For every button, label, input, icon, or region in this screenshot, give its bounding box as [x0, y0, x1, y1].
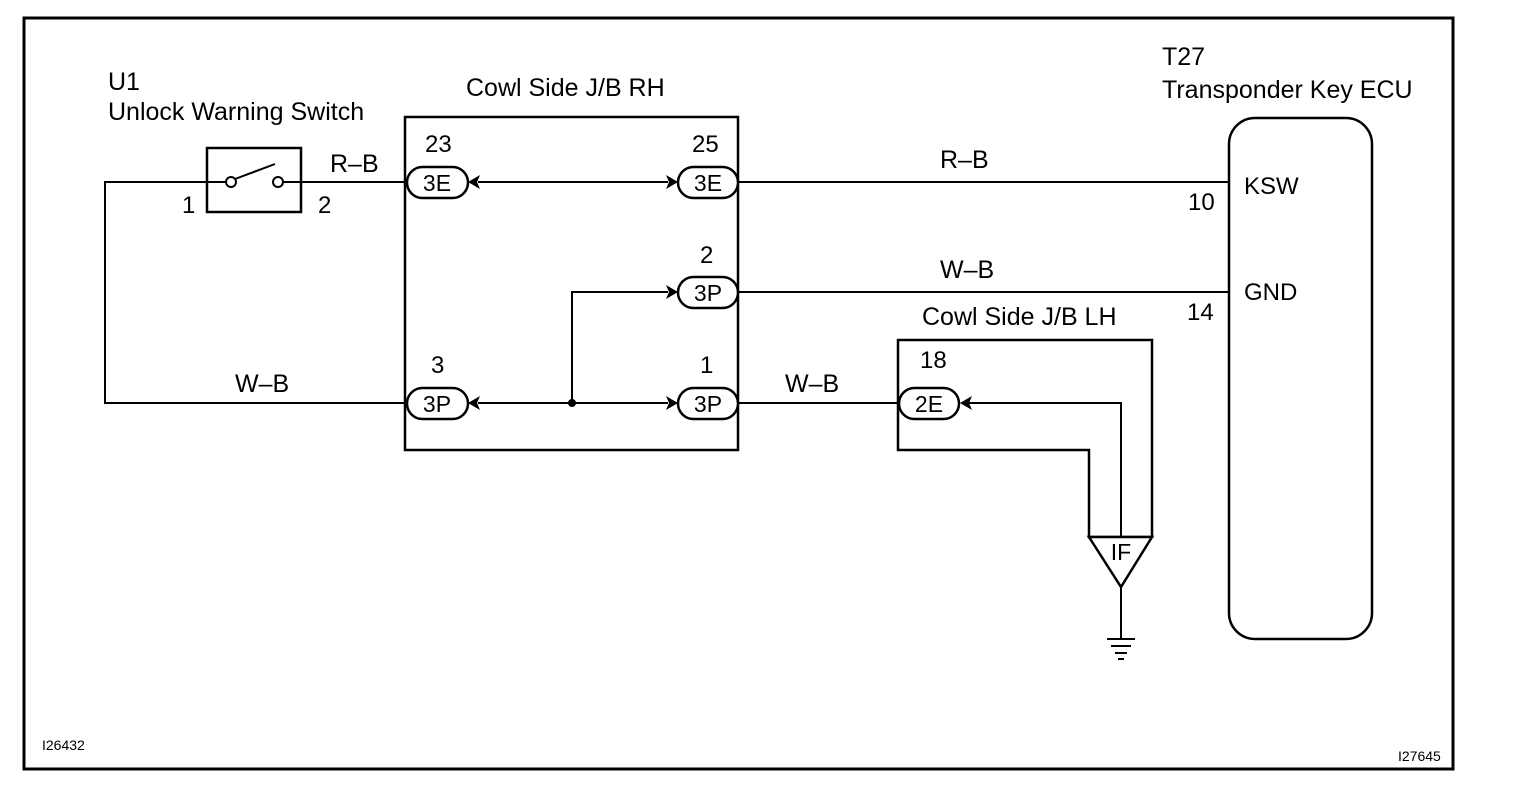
svg-text:IF: IF: [1111, 539, 1131, 565]
jb-rh-pin-1: 1: [700, 352, 713, 379]
ecu-pin-14: 14: [1187, 299, 1214, 326]
u1-pin-2: 2: [318, 192, 331, 219]
u1-code: U1: [108, 68, 140, 96]
jb-rh-internal-branch: [571, 291, 668, 403]
svg-text:3E: 3E: [423, 170, 451, 196]
connector-3e-right: 3E: [676, 165, 740, 200]
unlock-warning-switch: [205, 146, 303, 214]
ground-icon: [1107, 638, 1135, 660]
jb-rh-pin-3: 3: [431, 352, 444, 379]
svg-text:3P: 3P: [694, 280, 722, 306]
wire-label-u1-return: W–B: [235, 370, 289, 398]
jb-lh-name: Cowl Side J/B LH: [922, 303, 1117, 331]
svg-text:3P: 3P: [694, 391, 722, 417]
jb-lh-arrow: [960, 396, 972, 410]
ground-point-if: IF: [1086, 535, 1155, 590]
jb-rh-pin-23: 23: [425, 131, 452, 158]
figure-code-left: I26432: [42, 737, 85, 753]
svg-text:2E: 2E: [915, 391, 943, 417]
connector-3p-bottom-left: 3P: [405, 386, 470, 421]
junction-dot: [568, 399, 576, 407]
jb-lh-internal-wire: [968, 402, 1122, 537]
ecu-term-ksw: KSW: [1244, 173, 1299, 200]
connector-3p-mid-right: 3P: [676, 275, 740, 310]
diagram-frame: [22, 16, 1455, 771]
wire-label-jb-to-lh: W–B: [785, 370, 839, 398]
ecu-pin-10: 10: [1188, 189, 1215, 216]
jb-rh-arrows: [468, 175, 678, 410]
t27-name: Transponder Key ECU: [1162, 76, 1413, 104]
transponder-key-ecu-box: [1227, 116, 1374, 641]
connector-3p-bottom-right: 3P: [676, 386, 740, 421]
svg-text:3E: 3E: [694, 170, 722, 196]
u1-pin-1: 1: [182, 192, 195, 219]
t27-code: T27: [1162, 43, 1205, 71]
jb-rh-pin-2: 2: [700, 242, 713, 269]
wire-label-u1-to-jb: R–B: [330, 150, 379, 178]
figure-code-right: I27645: [1398, 748, 1441, 764]
svg-text:3P: 3P: [423, 391, 451, 417]
connector-2e: 2E: [897, 386, 961, 421]
jb-rh-pin-25: 25: [692, 131, 719, 158]
wire-label-jb-to-ecu-gnd: W–B: [940, 256, 994, 284]
u1-name: Unlock Warning Switch: [108, 98, 364, 126]
jb-rh-name: Cowl Side J/B RH: [466, 74, 665, 102]
connector-3e-left: 3E: [405, 165, 470, 200]
wire-label-jb-to-ecu-ksw: R–B: [940, 146, 989, 174]
ecu-term-gnd: GND: [1244, 279, 1297, 306]
jb-lh-pin-18: 18: [920, 347, 947, 374]
wire-u1-return: [104, 181, 407, 404]
jb-rh-box: [403, 115, 740, 452]
